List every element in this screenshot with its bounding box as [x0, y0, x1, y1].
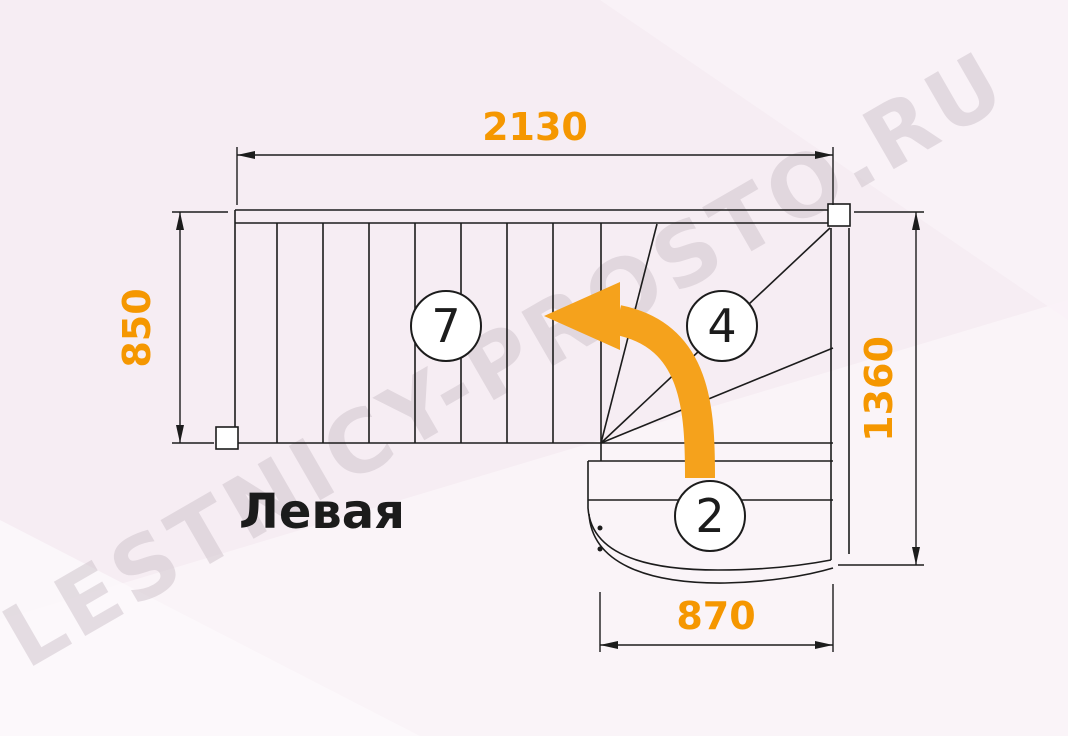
- fastener-dot: [597, 525, 603, 531]
- dimension-label-right: 1360: [857, 336, 901, 442]
- step-circles: 7 4 2: [410, 290, 758, 552]
- dimension-bottom-width: 870: [599, 584, 834, 652]
- dimension-top-width: 2130: [236, 105, 834, 205]
- plan-title: Левая: [239, 484, 405, 540]
- dimension-label-left: 850: [115, 288, 159, 367]
- background-triangle-topright: [600, 0, 1068, 320]
- upper-flight: [234, 209, 849, 444]
- step-count-lower-flight: 2: [695, 489, 724, 543]
- winder-line: [600, 347, 834, 444]
- fastener-dot: [597, 546, 603, 552]
- background-triangle-bottom: [0, 300, 1068, 736]
- dimension-label-bottom: 870: [676, 594, 755, 638]
- direction-arrow: [544, 282, 715, 479]
- newel-posts: [215, 203, 851, 450]
- lower-flight-curved-nosing-inner: [587, 507, 832, 571]
- step-count-upper-flight: 7: [431, 299, 460, 353]
- lower-flight-curved-nosing-outer: [588, 513, 834, 584]
- tread-lines: [276, 223, 554, 443]
- dimension-label-top: 2130: [482, 105, 588, 149]
- direction-arrow-head: [544, 282, 620, 350]
- step-circle-lower-flight: [674, 480, 746, 552]
- step-circle-winder: [686, 290, 758, 362]
- dimension-left-height: 850: [115, 211, 228, 444]
- background-triangle-bottomleft: [0, 520, 420, 736]
- newel-post-top-right: [827, 203, 851, 227]
- step-circle-upper-flight: [410, 290, 482, 362]
- newel-post-bottom-left: [215, 426, 239, 450]
- dimension-right-height: 1360: [838, 211, 924, 566]
- step-count-winder: 4: [707, 299, 736, 353]
- direction-arrow-shaft: [614, 305, 715, 479]
